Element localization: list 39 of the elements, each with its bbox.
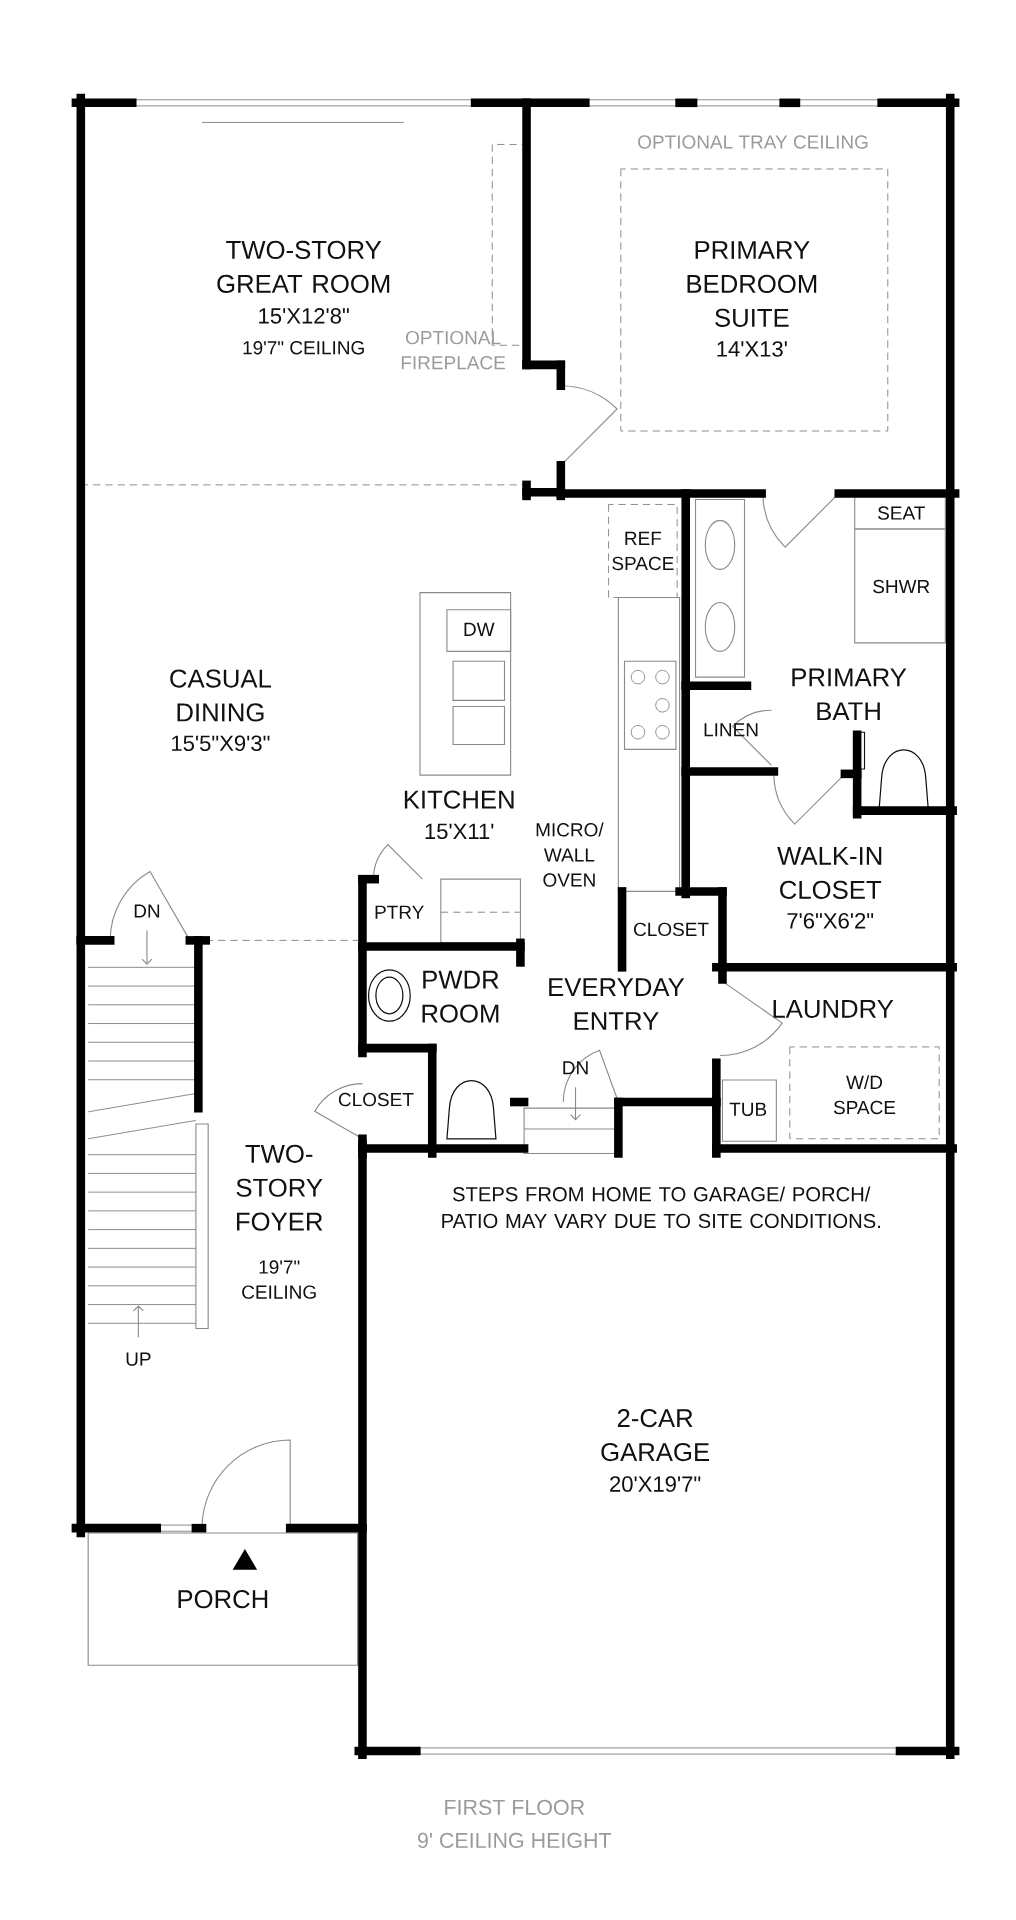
room-label: CLOSET: [633, 922, 709, 937]
room-label: WALK-IN CLOSET: [777, 847, 882, 899]
fixture-label: SEAT: [877, 506, 925, 520]
room-label: PRIMARY BEDROOM SUITE: [687, 241, 816, 327]
stair-label: DN: [563, 1061, 588, 1075]
ceiling-note: 19'7" CEILING: [243, 341, 364, 355]
room-label: PORCH: [178, 1590, 268, 1609]
room-label: PWDR ROOM: [422, 970, 499, 1023]
room-label: KITCHEN: [404, 790, 514, 809]
room-dimension: 15'X11': [425, 823, 494, 840]
room-dimension: 15'5"X9'3": [171, 735, 270, 752]
ceiling-note: 19'7" CEILING: [242, 1260, 316, 1299]
room-label: TWO-STORY FOYER: [236, 1144, 323, 1231]
room-dimension: 14'X13': [717, 341, 787, 357]
room-label: 2-CAR GARAGE: [601, 1409, 709, 1462]
room-label: LINEN: [704, 723, 758, 737]
room-label: LAUNDRY: [773, 1000, 894, 1018]
fireplace-note: OPTIONAL FIREPLACE: [401, 330, 505, 370]
stair-label: DN: [134, 904, 159, 918]
room-label: CLOSET: [338, 1092, 414, 1107]
fixture-label: TUB: [729, 1102, 766, 1116]
floor-title: FIRST FLOOR: [445, 1799, 584, 1815]
room-label: EVERYDAY ENTRY: [549, 978, 685, 1030]
room-label: CASUAL DINING: [170, 669, 271, 722]
room-dimension: 7'6"X6'2": [787, 913, 873, 929]
floor-subtitle: 9' CEILING HEIGHT: [417, 1832, 611, 1848]
stair-label: UP: [126, 1352, 151, 1366]
room-label: PRIMARY BATH: [792, 668, 907, 721]
room-label: TWO-STORY GREAT ROOM: [217, 240, 390, 293]
room-dimension: 15'X12'8": [259, 308, 349, 324]
room-label: PTRY: [375, 905, 424, 919]
fixture-label: W/D SPACE: [833, 1075, 895, 1115]
ceiling-note: OPTIONAL TRAY CEILING: [638, 135, 868, 149]
note-text: STEPS FROM HOME TO GARAGE/ PORCH/ PATIO MAY VARY DUE TO SITE CONDITIONS.: [442, 1186, 880, 1229]
fixture-label: DW: [464, 622, 495, 636]
fixture-label: SHWR: [872, 579, 930, 594]
fixture-label: REF SPACE: [612, 531, 674, 571]
fixture-label: MICRO/ WALL OVEN: [536, 822, 604, 887]
room-dimension: 20'X19'7": [609, 1476, 701, 1492]
